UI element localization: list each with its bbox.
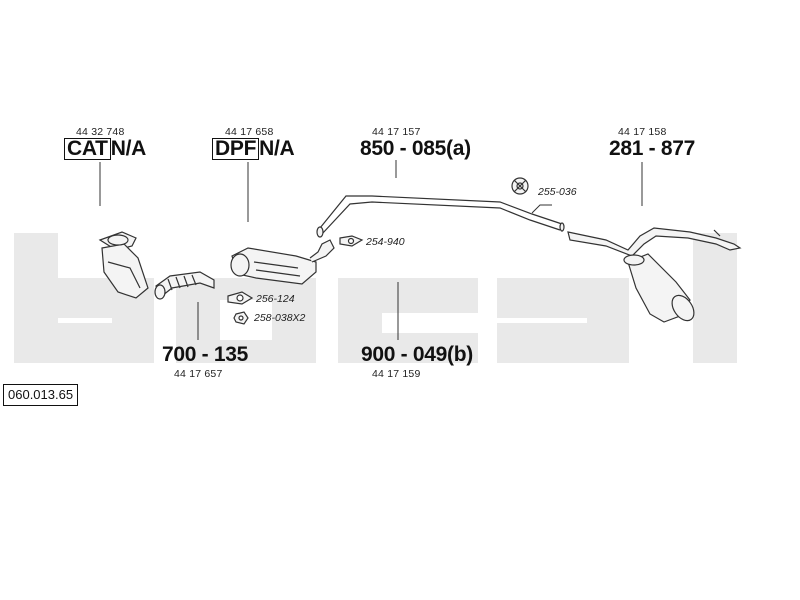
gasket-flex-tag: 256-124 [256, 293, 295, 305]
cat-code: CAT [64, 138, 111, 160]
gasket-front-tag: 254-940 [366, 236, 405, 248]
front-pipe-oem-number: 44 17 157 [372, 126, 421, 138]
dpf-oem-number: 44 17 658 [225, 126, 274, 138]
gasket-flex-part [227, 291, 254, 305]
flex-pipe-part [154, 271, 215, 300]
dpf-code: DPF [212, 138, 260, 160]
gasket-front-part [339, 235, 364, 247]
front-pipe-part [316, 195, 565, 238]
cat-oem-number: 44 32 748 [76, 126, 125, 138]
front-pipe-code: 850 - 085(a) [360, 137, 471, 160]
flex-pipe-code: 700 - 135 [162, 343, 249, 366]
dpf-status: N/A [259, 137, 295, 160]
diagram-reference-number: 060.013.65 [3, 384, 79, 406]
nut-tag: 258-038X2 [254, 312, 306, 324]
hanger-part [511, 177, 529, 195]
mid-pipe-oem-number: 44 17 159 [372, 368, 421, 380]
dpf-part [230, 239, 335, 285]
flex-pipe-oem-number: 44 17 657 [174, 368, 223, 380]
nut-part [233, 311, 249, 325]
hanger-tag: 255-036 [538, 186, 577, 198]
rear-silencer-code: 281 - 877 [609, 137, 696, 160]
hanger-leader-line [531, 204, 552, 214]
mid-pipe-code: 900 - 049(b) [361, 343, 473, 366]
catalytic-converter-part [98, 231, 149, 299]
rear-silencer-oem-number: 44 17 158 [618, 126, 667, 138]
rear-silencer-part [567, 227, 742, 323]
cat-status: N/A [110, 137, 147, 160]
